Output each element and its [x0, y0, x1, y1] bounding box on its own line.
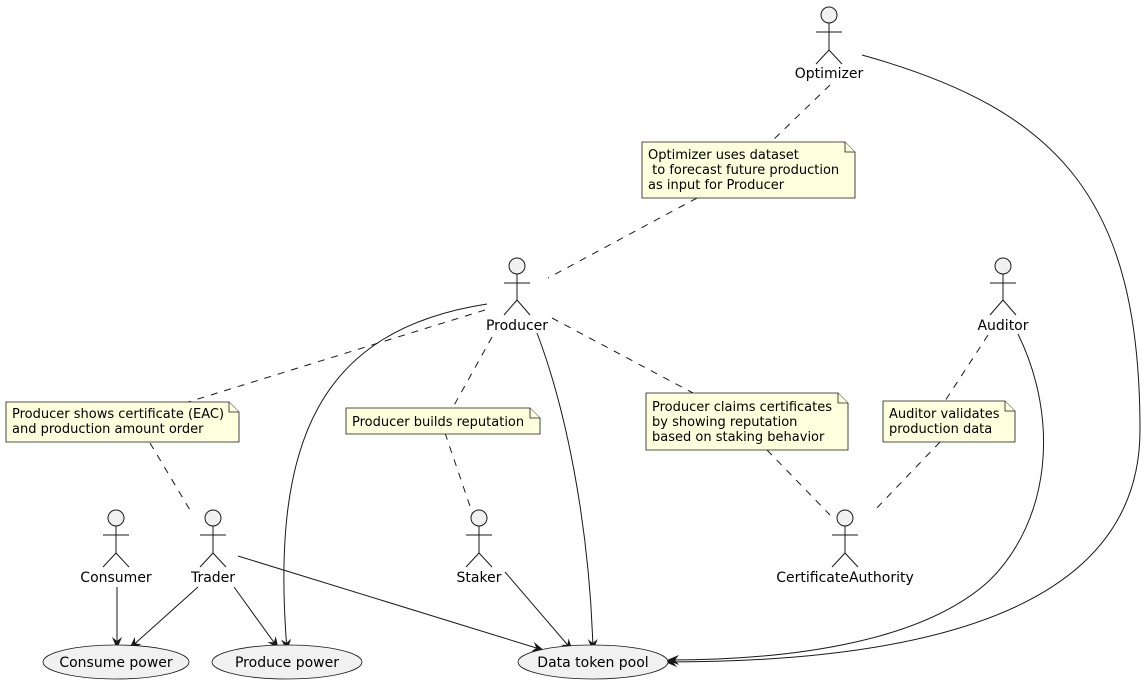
actor-label: CertificateAuthority — [776, 570, 914, 586]
note-fold — [1004, 401, 1015, 412]
note-fold — [844, 142, 855, 153]
edge-staker-to-data-token-pool — [504, 571, 573, 651]
actor-certificate-authority: CertificateAuthority — [776, 509, 914, 586]
edge-trader-to-consume-power — [129, 586, 199, 649]
actor-icon — [989, 257, 1017, 316]
note-line: Producer claims certificates — [652, 400, 832, 415]
usecase-data-token-pool: Data token pool — [517, 644, 669, 680]
actor-icon — [503, 257, 531, 316]
actor-icon — [465, 509, 493, 568]
actor-auditor: Auditor — [977, 257, 1029, 334]
dash-producer-claims-note — [551, 317, 694, 394]
edge-optimizer-to-data-token-pool — [665, 54, 1141, 667]
note-shape — [5, 401, 240, 443]
note-text: Auditor validates production data — [889, 407, 1004, 437]
dash-claims-note-authority — [766, 449, 831, 516]
actor-label: Consumer — [80, 570, 152, 586]
note-line: and production amount order — [12, 422, 204, 437]
actor-optimizer: Optimizer — [795, 6, 864, 82]
actor-trader: Trader — [190, 509, 235, 586]
note-reputation: Producer builds reputation — [345, 407, 541, 435]
dash-certificate-note-trader — [149, 442, 194, 516]
note-line: as input for Producer — [648, 178, 785, 193]
note-optimizer: Optimizer uses dataset to forecast futur… — [641, 141, 868, 199]
actor-label: Trader — [190, 570, 235, 586]
usecase-shape — [42, 644, 190, 680]
actor-label: Optimizer — [795, 66, 864, 82]
edge-producer-to-data-token-pool — [536, 332, 598, 651]
usecase-produce-power: Produce power — [211, 644, 363, 680]
usecase-label: Data token pool — [537, 655, 648, 671]
edge-trader-to-data-token-pool — [237, 555, 544, 652]
edge-producer-to-produce-power — [281, 303, 488, 651]
note-shape — [645, 392, 849, 451]
note-line: by showing reputation — [652, 415, 797, 430]
actor-label: Staker — [457, 570, 502, 586]
actor-consumer: Consumer — [80, 509, 152, 586]
actor-icon — [199, 509, 227, 568]
note-shape — [641, 141, 856, 199]
dash-optimizer-note-top — [769, 84, 831, 144]
actor-producer: Producer — [486, 257, 548, 334]
actor-label: Producer — [486, 318, 548, 334]
usecase-shape — [211, 644, 363, 680]
note-fold — [837, 393, 848, 404]
actor-icon — [831, 509, 859, 568]
note-line: Optimizer uses dataset — [648, 148, 799, 163]
note-line: Auditor validates — [889, 407, 1000, 422]
note-fold — [529, 408, 540, 419]
dash-producer-reputation-note — [451, 336, 493, 410]
note-fold — [228, 402, 239, 413]
usecase-shape — [517, 644, 669, 680]
actor-staker: Staker — [457, 509, 502, 586]
note-line: Producer shows certificate (EAC) — [12, 407, 224, 422]
note-text: Optimizer uses dataset to forecast futur… — [648, 148, 868, 193]
note-line: to forecast future production — [648, 163, 839, 178]
actor-icon — [815, 6, 843, 65]
actor-label: Auditor — [977, 318, 1028, 334]
dash-optimizer-note-bottom — [547, 197, 698, 279]
actor-icon — [102, 509, 130, 568]
note-shape — [345, 407, 541, 435]
edge-auditor-to-data-token-pool — [667, 333, 1045, 665]
note-certificate: Producer shows certificate (EAC) and pro… — [5, 401, 240, 443]
usecase-label: Produce power — [235, 655, 339, 671]
note-claims: Producer claims certificates by showing … — [645, 392, 849, 451]
dash-producer-certificate-note — [184, 309, 486, 404]
note-line: Producer builds reputation — [352, 415, 524, 430]
note-text: Producer shows certificate (EAC) and pro… — [12, 407, 228, 437]
dash-reputation-note-staker — [444, 432, 474, 516]
dash-auditor-note-authority — [872, 441, 941, 513]
note-auditor: Auditor validates production data — [882, 400, 1016, 443]
note-text: Producer builds reputation — [352, 415, 524, 430]
edge-trader-to-produce-power — [233, 586, 279, 649]
usecase-consume-power: Consume power — [42, 644, 190, 680]
note-line: production data — [889, 422, 992, 437]
dash-auditor-auditor-note — [944, 334, 989, 402]
note-text: Producer claims certificates by showing … — [652, 400, 836, 445]
usecase-label: Consume power — [59, 655, 173, 671]
note-line: based on staking behavior — [652, 430, 825, 445]
note-shape — [882, 400, 1016, 443]
